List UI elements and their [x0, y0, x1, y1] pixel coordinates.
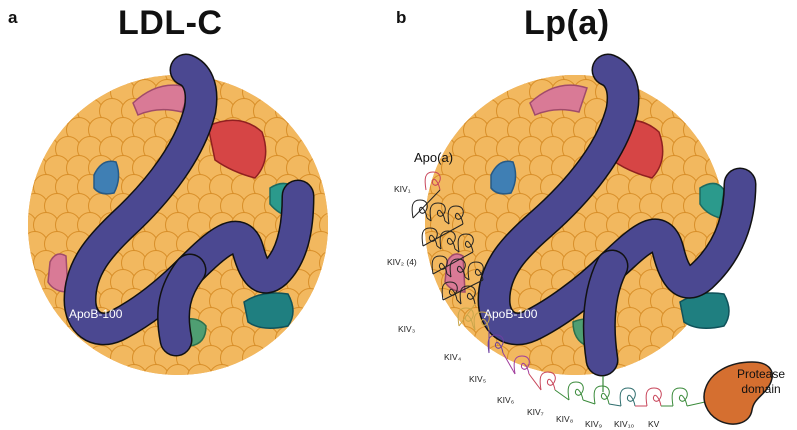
kringle-link	[422, 223, 464, 247]
apoa-chain	[411, 171, 706, 407]
kringle-loop	[645, 387, 662, 407]
apoa-label: Apo(a)	[414, 150, 454, 165]
kiv-8-label: KIV₈	[556, 414, 574, 424]
pink-protein-left	[444, 253, 466, 293]
lipid-sphere	[88, 345, 114, 371]
kringle-link	[412, 189, 441, 219]
kiv-5-label: KIV₅	[469, 374, 487, 384]
kiv-6-label: KIV₆	[497, 395, 515, 405]
lipid-sphere	[319, 212, 328, 238]
kringle-loop	[473, 311, 490, 331]
kringle-loop	[431, 255, 448, 275]
kringle-loop	[513, 355, 530, 375]
kringle-link	[446, 273, 452, 278]
kringle-link	[608, 403, 622, 407]
kiv-4-label: KIV₄	[444, 352, 462, 362]
teal-protein-right	[243, 292, 294, 329]
lipid-sphere	[209, 364, 235, 375]
kringle-loop	[411, 199, 428, 219]
lipid-sphere	[187, 364, 213, 375]
kv-label: KV	[648, 419, 660, 429]
kringle-link	[456, 299, 462, 305]
kringle-link	[442, 279, 484, 301]
panel-a-title: LDL-C	[118, 4, 223, 42]
kringle-link	[554, 389, 570, 401]
kringle-loop	[467, 261, 484, 281]
kringle-loop	[459, 285, 476, 305]
protease-label-line2: domain	[741, 382, 781, 396]
kiv-10-label: KIV₁₀	[614, 419, 635, 429]
protease-domain	[703, 361, 773, 425]
panel-a-letter: a	[8, 8, 18, 27]
kringle-loop	[439, 230, 456, 250]
panel-b-apob-label: ApoB-100	[484, 307, 538, 321]
panel-a-apob-label: ApoB-100	[69, 307, 123, 321]
kringle-loop	[671, 387, 688, 407]
ldl-particle	[28, 53, 328, 375]
protease-label-line1: Protease	[737, 367, 786, 381]
kringle-loop	[449, 258, 466, 278]
lipid-sphere	[452, 326, 478, 352]
apob-100-tail	[158, 255, 205, 355]
apob-100-ribbon	[479, 55, 755, 344]
kiv-9-label: KIV₉	[585, 419, 603, 429]
kringle-link	[458, 303, 476, 327]
kringle-link	[454, 248, 460, 253]
lipid-sphere	[143, 364, 169, 375]
kringle-loop	[429, 202, 446, 222]
lipid-sphere	[242, 345, 268, 371]
kringle-link	[528, 373, 542, 391]
panel-b-title: Lp(a)	[524, 4, 610, 42]
lipid-sphere	[275, 326, 301, 352]
lipid-sphere	[319, 250, 328, 276]
kringle-loop	[457, 233, 474, 253]
kringle-link	[444, 220, 450, 225]
kiv-3-label: KIV₃	[398, 324, 416, 334]
kringle-loop	[424, 171, 441, 191]
kringle-link	[464, 276, 470, 281]
panel-b-letter: b	[396, 8, 407, 27]
kringle-loop	[567, 381, 584, 401]
kringle-loop	[593, 385, 610, 405]
blue-protein	[93, 160, 120, 195]
lipid-sphere	[562, 364, 588, 375]
kringle-loop	[457, 307, 474, 327]
lipid-sphere	[672, 326, 698, 352]
kiv-1-label: KIV₁	[394, 184, 411, 194]
lipid-sphere	[121, 364, 147, 375]
kringle-link	[436, 245, 442, 250]
kringle-loop	[539, 371, 556, 391]
kringle-link	[472, 325, 476, 331]
kiv-7-label: KIV₇	[527, 407, 544, 417]
kringle-link	[432, 251, 474, 275]
protease-domain-label: Protease domain	[737, 367, 785, 397]
kringle-loop	[447, 205, 464, 225]
kringle-link	[502, 352, 516, 375]
pink-protein	[529, 84, 588, 117]
kringle-loop	[487, 334, 504, 354]
lpa-particle	[425, 53, 757, 377]
apob-100-ribbon	[65, 55, 313, 344]
protease-link	[686, 401, 706, 407]
kringle-link	[582, 399, 596, 405]
lipid-sphere	[540, 364, 566, 375]
kringle-loop	[421, 227, 438, 247]
apob-100-tail	[584, 251, 627, 375]
kringle-link	[426, 217, 432, 222]
lipid-sphere	[28, 250, 37, 276]
red-protein	[207, 119, 267, 179]
lipid-sphere	[639, 345, 665, 371]
blue-protein	[490, 160, 517, 195]
kiv-2-label: KIV₂ (4)	[387, 257, 417, 267]
lipid-sphere	[165, 364, 191, 375]
kringle-loop	[619, 387, 636, 407]
